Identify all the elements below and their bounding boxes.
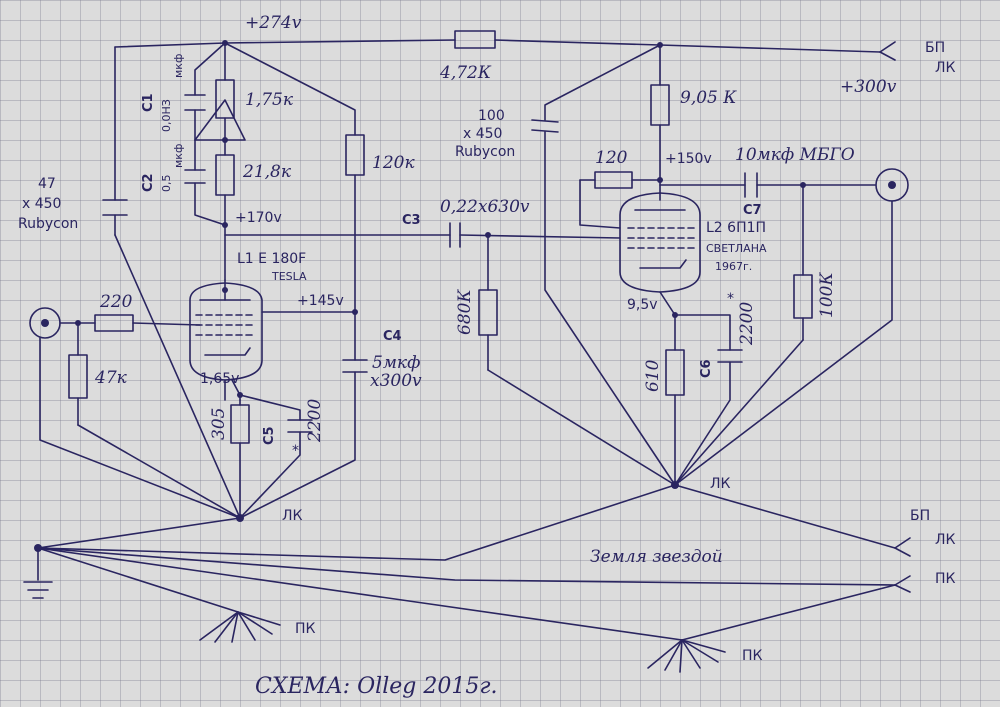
capacitor-100uf [531,44,676,486]
label-c1-unit: мкф [172,54,185,78]
resistor-218k [215,154,235,196]
label-r-175k: 1,75к [245,90,294,110]
label-pk-right: ПК [935,571,956,587]
label-pk-mid: ПК [742,648,763,664]
label-v95: 9,5v [627,297,658,313]
node-145v [352,309,358,315]
capacitor-c4 [239,359,368,519]
label-v150: +150v [665,151,712,167]
node-c3 [485,232,491,238]
label-lk-top: ЛК [935,60,956,76]
label-c6-value: 2200 [737,302,757,346]
label-r-680k: 680К [455,289,475,335]
l1-cathode-network [239,394,313,519]
label-r-47k: 47к [94,368,128,388]
resistor-47k [68,354,88,399]
label-l1-maker: TESLA [271,270,307,283]
label-c4: C4 [383,329,402,344]
resistor-680k [478,289,498,336]
label-c6: C6 [699,359,714,378]
signature: СХЕМА: Olleg 2015г. [255,674,497,699]
label-l2-year: 1967г. [715,260,752,273]
capacitor-47uf [102,199,128,216]
label-lk-left: ЛК [282,508,303,524]
resistor-120k [345,134,365,176]
output-jack-center [888,181,896,189]
label-c7-value: 10мкф МБГО [735,145,855,165]
node-c1-c2 [222,137,228,143]
label-l1-type: L1 E 180F [237,251,306,267]
label-c3: C3 [402,213,421,228]
resistor-175k [215,79,235,119]
label-c4-value: 5мкф [372,353,420,373]
label-l2-maker: СВЕТЛАНА [706,242,767,255]
l1-plate-node [222,287,228,293]
label-r-218k: 21,8к [242,162,292,182]
label-c2: C2 [141,173,156,192]
label-c1-value: 0,0НЗ [160,99,173,132]
label-c1: C1 [141,93,156,112]
label-bp-bottom: БП [910,508,930,524]
label-c47-value: 47 [38,176,56,192]
label-c4-volt: х300v [370,371,422,391]
label-c100-volt: х 450 [463,126,502,142]
label-l2-type: L2 6П1П [706,220,766,236]
label-c5-value: 2200 [305,399,325,443]
label-r-610: 610 [643,359,663,392]
second-stage-supply [579,44,661,229]
label-c7: C7 [743,203,762,218]
label-r-120k: 120к [372,153,415,173]
label-r-905k: 9,05 К [680,88,737,108]
node-165v [237,392,243,398]
node-c7 [800,182,806,188]
input-jack-center [41,319,49,327]
label-pk-left: ПК [295,621,316,637]
l2-cathode-network [674,314,743,486]
label-c5: C5 [262,426,277,445]
label-lk-right: ЛК [710,476,731,492]
resistor-305 [230,404,250,444]
chassis-ground-node [34,544,42,552]
ground-star-wiring [23,484,911,673]
output-section [659,168,909,486]
label-c47-brand: Rubycon [18,216,78,232]
label-r-305: 305 [209,408,229,440]
label-274v: +274v [245,13,302,33]
label-star-ground: Земля звездой [590,547,723,567]
b-plus-rail [114,39,896,519]
node-170v [222,222,228,228]
first-stage-supply-filter [184,42,356,361]
label-r-120: 120 [595,148,628,168]
label-c6-star: * [727,291,734,307]
label-c100-value: 100 [478,108,505,124]
label-300v: +300v [840,77,897,97]
label-c2-value: 0,5 [160,175,173,193]
node-150v [657,177,663,183]
resistor-905k [650,84,670,126]
label-c47-volt: х 450 [22,196,61,212]
label-bp-top: БП [925,40,945,56]
label-c100-brand: Rubycon [455,144,515,160]
label-c2-unit: мкф [172,144,185,168]
label-r-220: 220 [99,292,133,312]
resistor-100k [793,274,813,319]
tube-l2 [619,192,701,316]
label-c5-star: * [292,443,299,459]
resistor-220 [94,314,134,332]
label-lk-bottom: ЛК [935,532,956,548]
resistor-472k [454,30,496,49]
label-v170: +170v [235,210,282,226]
label-c3-value: 0,22х630v [440,197,530,217]
node-input [75,320,81,326]
node-95v [672,312,678,318]
label-r-472k: 4,72К [439,63,492,83]
resistor-120 [594,171,633,189]
label-v145: +145v [297,293,344,309]
input-section [29,307,241,519]
label-v165: 1,65v [200,371,239,387]
resistor-610 [665,349,685,396]
label-r-100k: 100К [817,272,837,318]
